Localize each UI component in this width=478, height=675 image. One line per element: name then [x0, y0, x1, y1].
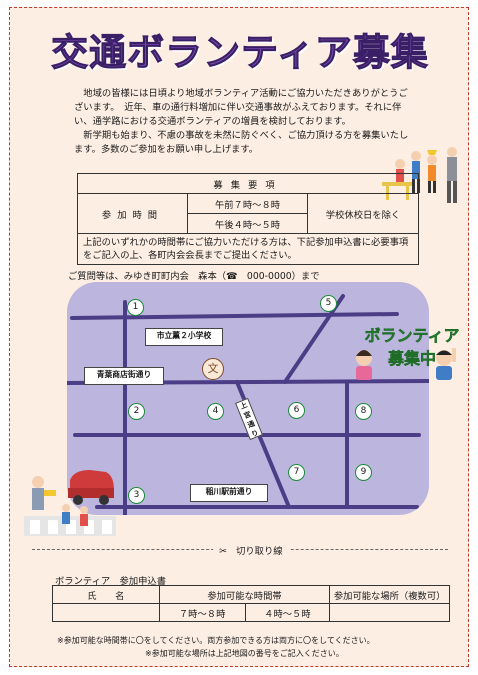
note-place: ※参加可能な場所は上記地図の番号をご記入ください。	[145, 649, 344, 658]
afternoon-time: 午後４時～５時	[187, 213, 308, 234]
intro-paragraph-1: 地域の皆様には日頃より地域ボランティア活動にご協力いただきありがとうございます。…	[74, 88, 408, 127]
intro-text: 地域の皆様には日頃より地域ボランティア活動にご協力いただきありがとうございます。…	[74, 87, 414, 157]
time-column-header: 参加可能な時間帯	[158, 585, 331, 604]
map-point-6: 6	[288, 402, 305, 419]
map-point-1: 1	[127, 299, 144, 316]
map-point-5: 5	[320, 295, 337, 312]
exception-note: 学校休校日を除く	[307, 193, 419, 234]
flyer-title: 交通ボランティア募集	[51, 31, 429, 75]
map-point-2: 2	[128, 403, 145, 420]
time-slot-morning[interactable]: ７時～８時	[158, 603, 246, 622]
requirements-table: 募集要項 参加時間 午前７時～８時 学校休校日を除く 午後４時～５時 上記のいず…	[77, 173, 419, 265]
application-title: ボランティア 参加申込書	[55, 576, 167, 587]
place-column-header: 参加可能な場所（複数可）	[329, 585, 450, 604]
map-point-3: 3	[128, 487, 145, 504]
volunteer-badge: ボランティア 募集中	[362, 326, 462, 369]
route-map: 市立薫２小学校 文 青葉商店街通り 上宮通り 稲川駅前通り 1 2 3 4 5 …	[67, 282, 429, 515]
name-input-cell[interactable]	[52, 603, 160, 622]
requirements-note: 上記のいずれかの時間帯にご協力いただける方は、下記参加申込書に必要事項をご記入の…	[77, 233, 419, 265]
intro-paragraph-2: 新学期も始まり、不慮の事故を未然に防ぐべく、ご協力頂ける方を募集いたします。多数…	[74, 130, 409, 155]
school-map-icon: 文	[202, 358, 224, 380]
cut-line: ✂ 切り取り線	[20, 543, 460, 557]
application-notes: ※参加可能な時間帯に〇をしてください。両方参加できる方は両方に〇をしてください。…	[57, 634, 457, 660]
flyer-sheet: 交通ボランティア募集 地域の皆様には日頃より地域ボランティア活動にご協力いただき…	[9, 7, 469, 667]
map-point-8: 8	[355, 403, 372, 420]
inquiry-contact: ご質問等は、みゆき町町内会 森本（☎ 000-0000）まで	[68, 271, 320, 282]
map-label-aomori-street: 青葉商店街通り	[84, 367, 164, 385]
map-point-7: 7	[288, 464, 305, 481]
time-slot-afternoon[interactable]: ４時～５時	[244, 603, 331, 622]
participation-time-label: 参加時間	[77, 193, 188, 234]
morning-time: 午前７時～８時	[187, 193, 308, 214]
requirements-header: 募集要項	[77, 173, 419, 194]
map-point-9: 9	[355, 464, 372, 481]
map-label-inagawa-street: 稲川駅前通り	[190, 484, 268, 502]
volunteer-badge-line1: ボランティア	[364, 326, 460, 345]
application-form: 氏 名 参加可能な時間帯 参加可能な場所（複数可） ７時～８時 ４時～５時	[52, 585, 450, 622]
volunteer-badge-line2: 募集中	[387, 349, 436, 368]
name-column-header: 氏 名	[52, 585, 160, 604]
map-label-school: 市立薫２小学校	[145, 328, 223, 346]
crossing-scene-illustration	[24, 470, 116, 536]
place-input-cell[interactable]	[329, 603, 450, 622]
note-time: ※参加可能な時間帯に〇をしてください。両方参加できる方は両方に〇をしてください。	[57, 636, 375, 645]
cut-line-label: ✂ 切り取り線	[213, 543, 289, 557]
volunteers-illustration	[356, 348, 456, 380]
map-point-4: 4	[207, 403, 224, 420]
